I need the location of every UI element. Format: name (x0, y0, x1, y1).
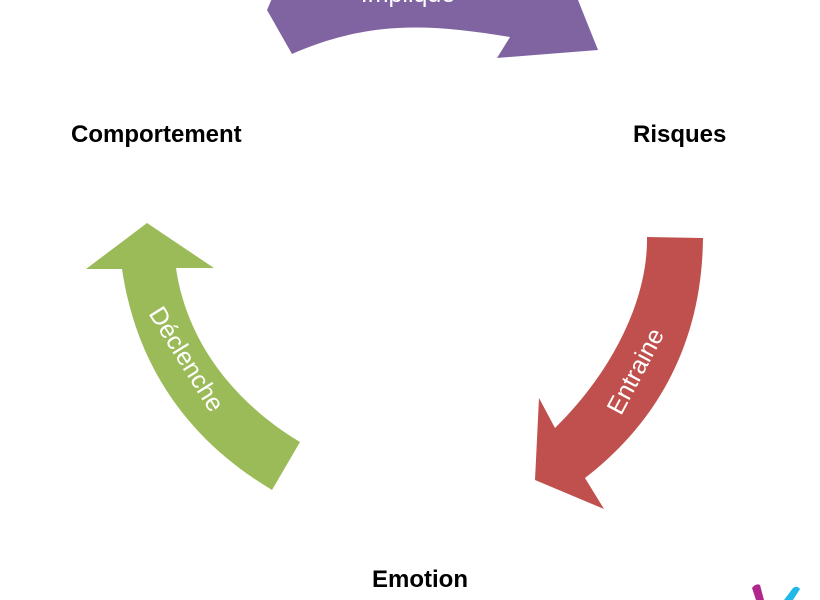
arrow-entraine-shape (535, 237, 703, 509)
logo-stroke-magenta (752, 584, 764, 600)
arrow-declenche-shape (86, 223, 300, 490)
arrow-implique-shape (267, 0, 598, 58)
node-risques: Risques (633, 121, 726, 148)
node-emotion: Emotion (372, 566, 468, 593)
arrow-declenche: Déclenche (86, 223, 300, 490)
logo-stroke-cyan (784, 586, 800, 600)
node-comportement: Comportement (71, 121, 242, 148)
logo-mark (752, 584, 800, 600)
arrow-entraine: Entraine (535, 237, 703, 509)
arrow-implique-label: Implique (361, 0, 456, 8)
arrow-implique: Implique (267, 0, 598, 58)
